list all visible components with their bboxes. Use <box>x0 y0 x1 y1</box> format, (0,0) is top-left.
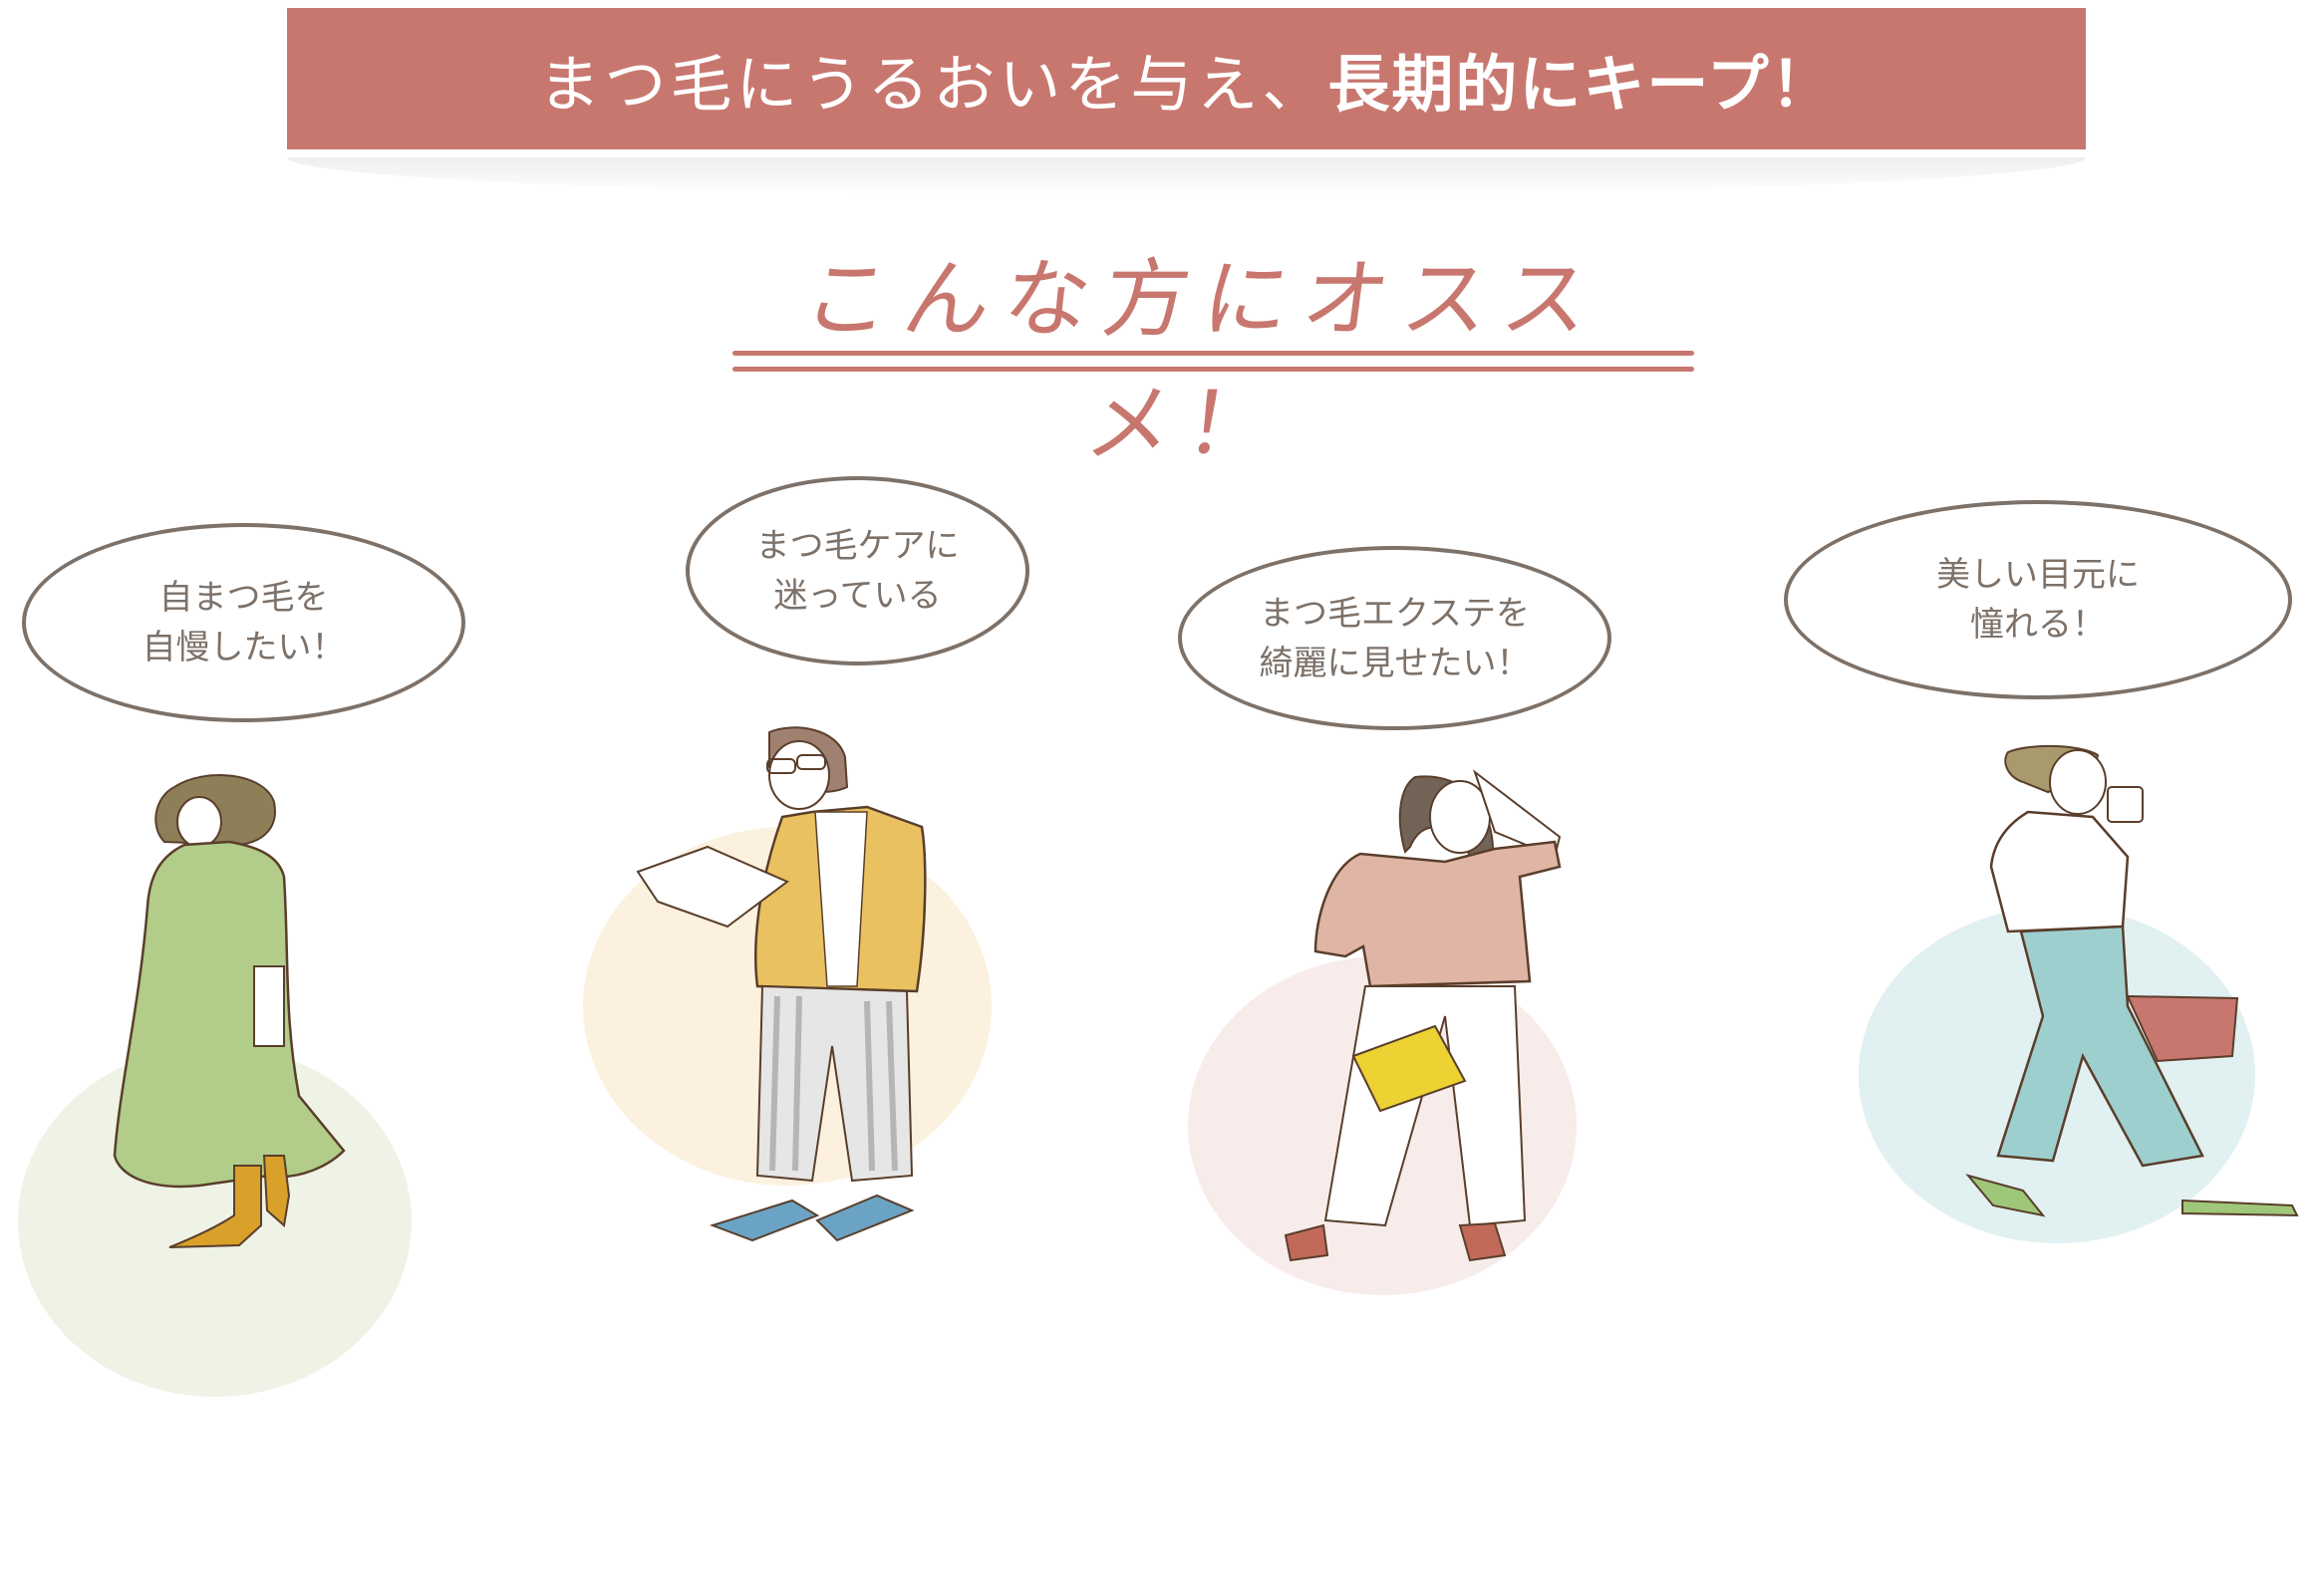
persona-1-line1: 自まつ毛を <box>158 578 329 618</box>
persona-4-line2: 憧れる！ <box>1970 605 2106 645</box>
banner-text: まつ毛にうるおいを与え、 長期的にキープ！ <box>287 8 2086 149</box>
persona-1-line2: 自慢したい！ <box>142 628 346 667</box>
banner-text-light: まつ毛にうるおいを与え、 <box>538 48 1328 121</box>
heading-underline <box>732 367 1694 372</box>
persona-4-speech-bubble: 美しい目元に 憧れる！ <box>1784 500 2292 699</box>
heading-underline <box>732 351 1694 356</box>
persona-4-line1: 美しい目元に <box>1936 555 2140 595</box>
banner: まつ毛にうるおいを与え、 長期的にキープ！ <box>287 8 2086 195</box>
persona-4-illustration <box>1965 744 2299 1217</box>
persona-3-speech-bubble: まつ毛エクステを 綺麗に見せたい！ <box>1178 546 1611 730</box>
banner-text-bold: 長期的にキープ！ <box>1327 48 1835 121</box>
persona-1-illustration <box>113 774 346 1248</box>
persona-3-line1: まつ毛エクステを <box>1260 593 1530 634</box>
persona-1-speech-bubble: 自まつ毛を 自慢したい！ <box>22 523 465 722</box>
section-heading: こんな方にオススメ！ <box>797 250 1609 474</box>
persona-3-illustration <box>1284 769 1562 1262</box>
persona-2-line1: まつ毛ケアに <box>755 526 960 566</box>
persona-2-illustration <box>636 726 927 1242</box>
persona-2-speech-bubble: まつ毛ケアに 迷っている <box>686 476 1029 665</box>
persona-2-line2: 迷っている <box>773 576 942 616</box>
persona-3-line2: 綺麗に見せたい！ <box>1259 643 1531 683</box>
banner-shadow <box>287 157 2086 195</box>
